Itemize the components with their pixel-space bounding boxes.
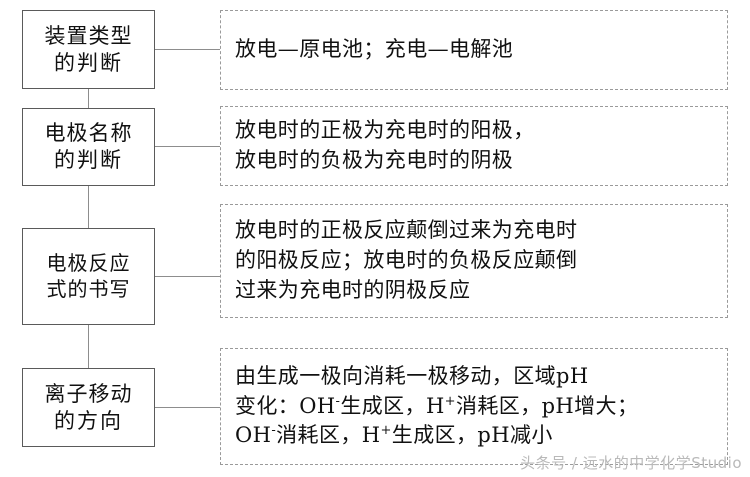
detail-line: 放电时的正极反应颠倒过来为充电时 bbox=[235, 216, 717, 246]
connector-ion-direction-to-detail bbox=[155, 407, 221, 408]
detail-electrode-equation: 放电时的正极反应颠倒过来为充电时的阳极反应；放电时的负极反应颠倒过来为充电时的阴… bbox=[220, 204, 728, 318]
detail-text: 的阳极反应；放电时的负极反应颠倒 bbox=[235, 248, 578, 273]
connector-device-to-electrode-name bbox=[88, 89, 89, 108]
detail-electrode-name: 放电时的正极为充电时的阳极， 放电时的负极为充电时的阴极 bbox=[220, 106, 728, 186]
charge-superscript: + bbox=[444, 393, 456, 409]
node-electrode-equation-line1: 电极反应 bbox=[46, 250, 131, 275]
charge-superscript: + bbox=[380, 423, 392, 439]
charge-superscript: - bbox=[271, 423, 277, 439]
detail-text: 放电时的负极为充电时的阴极 bbox=[235, 148, 514, 172]
watermark-text: 头条号 / 远水的中学化学Studio bbox=[520, 454, 742, 472]
node-electrode-name-line1: 电极名称 bbox=[44, 121, 133, 146]
node-ion-direction-line1: 离子移动 bbox=[44, 381, 133, 406]
detail-text: 放电时的正极反应颠倒过来为充电时 bbox=[235, 218, 578, 243]
detail-line: 过来为充电时的阴极反应 bbox=[235, 276, 717, 306]
node-device-type-line2: 的判断 bbox=[54, 50, 123, 75]
connector-electrode-name-to-detail bbox=[155, 146, 221, 147]
node-device-type[interactable]: 装置类型 的判断 bbox=[22, 10, 155, 89]
detail-line: 放电时的正极为充电时的阳极， bbox=[235, 116, 717, 146]
detail-text: 过来为充电时的阴极反应 bbox=[235, 277, 471, 302]
detail-line: 的阳极反应；放电时的负极反应颠倒 bbox=[235, 246, 717, 276]
connector-electrode-eq-to-detail bbox=[155, 276, 221, 277]
node-electrode-equation-line2: 式的书写 bbox=[46, 276, 131, 301]
connector-electrode-eq-to-ion-direction bbox=[88, 325, 89, 368]
detail-text: 由生成一极向消耗一极移动，区域pH bbox=[235, 363, 589, 388]
detail-line: OH-消耗区，H+生成区，pH减小 bbox=[235, 421, 717, 451]
connector-device-to-detail bbox=[155, 49, 221, 50]
detail-line: 由生成一极向消耗一极移动，区域pH bbox=[235, 362, 717, 392]
node-electrode-name[interactable]: 电极名称 的判断 bbox=[22, 108, 155, 186]
detail-text: 放电—原电池；充电—电解池 bbox=[235, 37, 514, 62]
detail-device-type: 放电—原电池；充电—电解池 bbox=[220, 10, 728, 90]
detail-line: 变化：OH-生成区，H+消耗区，pH增大； bbox=[235, 392, 717, 422]
node-device-type-line1: 装置类型 bbox=[44, 23, 133, 48]
detail-text: 消耗区，pH增大； bbox=[455, 393, 639, 418]
detail-text: 消耗区，H bbox=[276, 423, 381, 448]
detail-text: 生成区，pH减小 bbox=[391, 423, 553, 448]
detail-text: 变化：OH bbox=[235, 393, 336, 418]
node-ion-direction[interactable]: 离子移动 的方向 bbox=[22, 368, 155, 447]
detail-text: 生成区，H bbox=[340, 393, 445, 418]
node-electrode-equation[interactable]: 电极反应 式的书写 bbox=[22, 228, 155, 325]
detail-text: OH bbox=[235, 423, 272, 448]
node-ion-direction-line2: 的方向 bbox=[54, 408, 123, 433]
detail-line: 放电—原电池；充电—电解池 bbox=[235, 35, 717, 65]
detail-line: 放电时的负极为充电时的阴极 bbox=[235, 146, 717, 176]
node-electrode-name-line2: 的判断 bbox=[54, 148, 123, 172]
connector-electrode-name-to-electrode-eq bbox=[88, 186, 89, 228]
charge-superscript: - bbox=[335, 393, 341, 409]
detail-text: 放电时的正极为充电时的阳极， bbox=[235, 118, 535, 143]
